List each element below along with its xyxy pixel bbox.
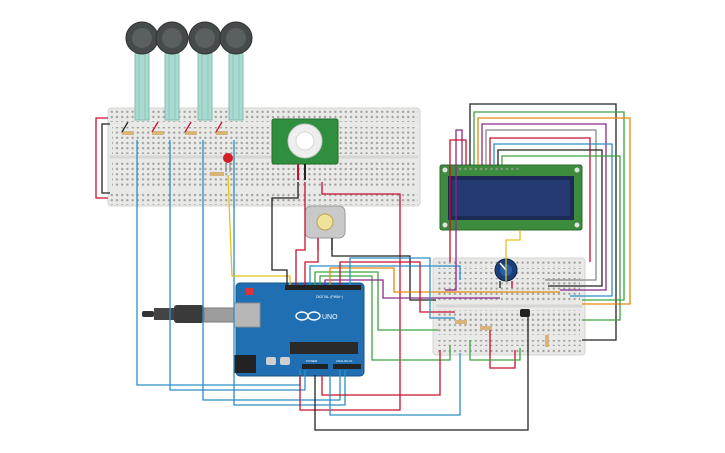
wire-pir-ground (271, 182, 299, 285)
wire-green-right-bottom (469, 340, 521, 361)
wire-lcd-4 (481, 123, 607, 291)
wire-pot-wiper (505, 230, 521, 281)
infinity-logo-icon (295, 311, 321, 321)
wire-fsr2-power (151, 121, 159, 133)
wire-fsr4-signal (233, 140, 346, 406)
wire-lcd-7 (493, 143, 613, 297)
resistor-right-1 (455, 320, 467, 324)
led-resistor (210, 172, 224, 176)
wire-d-blue (309, 265, 461, 285)
wire-motor-negative (331, 250, 436, 301)
red-led (223, 153, 233, 172)
wire-lcd-1 (469, 103, 617, 341)
wire-fsr3-signal (202, 140, 341, 401)
wire-d-green-2 (319, 275, 451, 361)
digital-pins-label: DIGITAL (PWM~) (316, 295, 343, 299)
wire-analog-bottom (329, 353, 461, 416)
wire-fsr1-ground (121, 121, 129, 133)
force-sensor-2 (155, 21, 189, 121)
resistor-right-3 (545, 335, 549, 347)
fsr-resistors (122, 131, 228, 176)
wire-lcd-6 (489, 137, 591, 262)
lcd-16x2 (439, 164, 583, 231)
wire-red-right-bottom (489, 330, 516, 369)
force-sensor-1 (125, 21, 159, 121)
digital-header (285, 285, 361, 290)
board-model-label: UNO (322, 314, 338, 321)
right-breadboard (432, 257, 586, 356)
usb-cable (142, 305, 235, 323)
wire-lcd-8 (497, 149, 603, 287)
force-sensors (125, 21, 253, 121)
wire-fsr3-power (184, 121, 192, 133)
usb-port (233, 302, 261, 328)
wire-d-red (339, 261, 455, 313)
power-header (302, 364, 328, 369)
wire-lcd-5 (485, 129, 597, 281)
analog-label: ANALOG IN (336, 359, 352, 363)
force-sensor-4 (219, 21, 253, 121)
wires (95, 103, 631, 431)
wire-fsr4-power (215, 121, 223, 133)
wire-black-rail-left (101, 123, 110, 194)
wire-motor-positive (304, 250, 319, 285)
wire-red-rail-left (95, 117, 108, 199)
wire-d-blue-2 (349, 257, 455, 319)
wire-main-power (299, 182, 401, 411)
dc-motor (304, 205, 346, 250)
wire-lcd-2 (473, 111, 625, 301)
power-jack (234, 355, 256, 373)
wire-pir-power (295, 182, 306, 285)
wire-led-signal (227, 174, 291, 285)
wire-lcd-9 (501, 155, 621, 321)
wire-lcd-10 (445, 129, 463, 291)
wire-d-green-1 (314, 271, 438, 331)
force-sensor-3 (188, 21, 222, 121)
reset-button (246, 288, 253, 295)
wire-d-purple (324, 279, 500, 299)
atmega-chip (290, 342, 358, 354)
wire-lcd-3 (477, 117, 631, 305)
wire-ground-bottom (314, 315, 529, 431)
resistor-right-2 (480, 326, 492, 330)
analog-header (333, 364, 361, 369)
main-breadboard (107, 107, 421, 207)
wire-lcd-11 (449, 139, 467, 262)
wire-power-bottom (321, 350, 441, 396)
power-label: POWER (306, 359, 318, 363)
arduino-uno: UNO DIGITAL (PWM~) POWER ANALOG IN (233, 282, 365, 377)
pir-motion-sensor (271, 118, 339, 180)
wire-d-orange (329, 267, 560, 293)
wire-fsr2-signal (169, 140, 306, 391)
